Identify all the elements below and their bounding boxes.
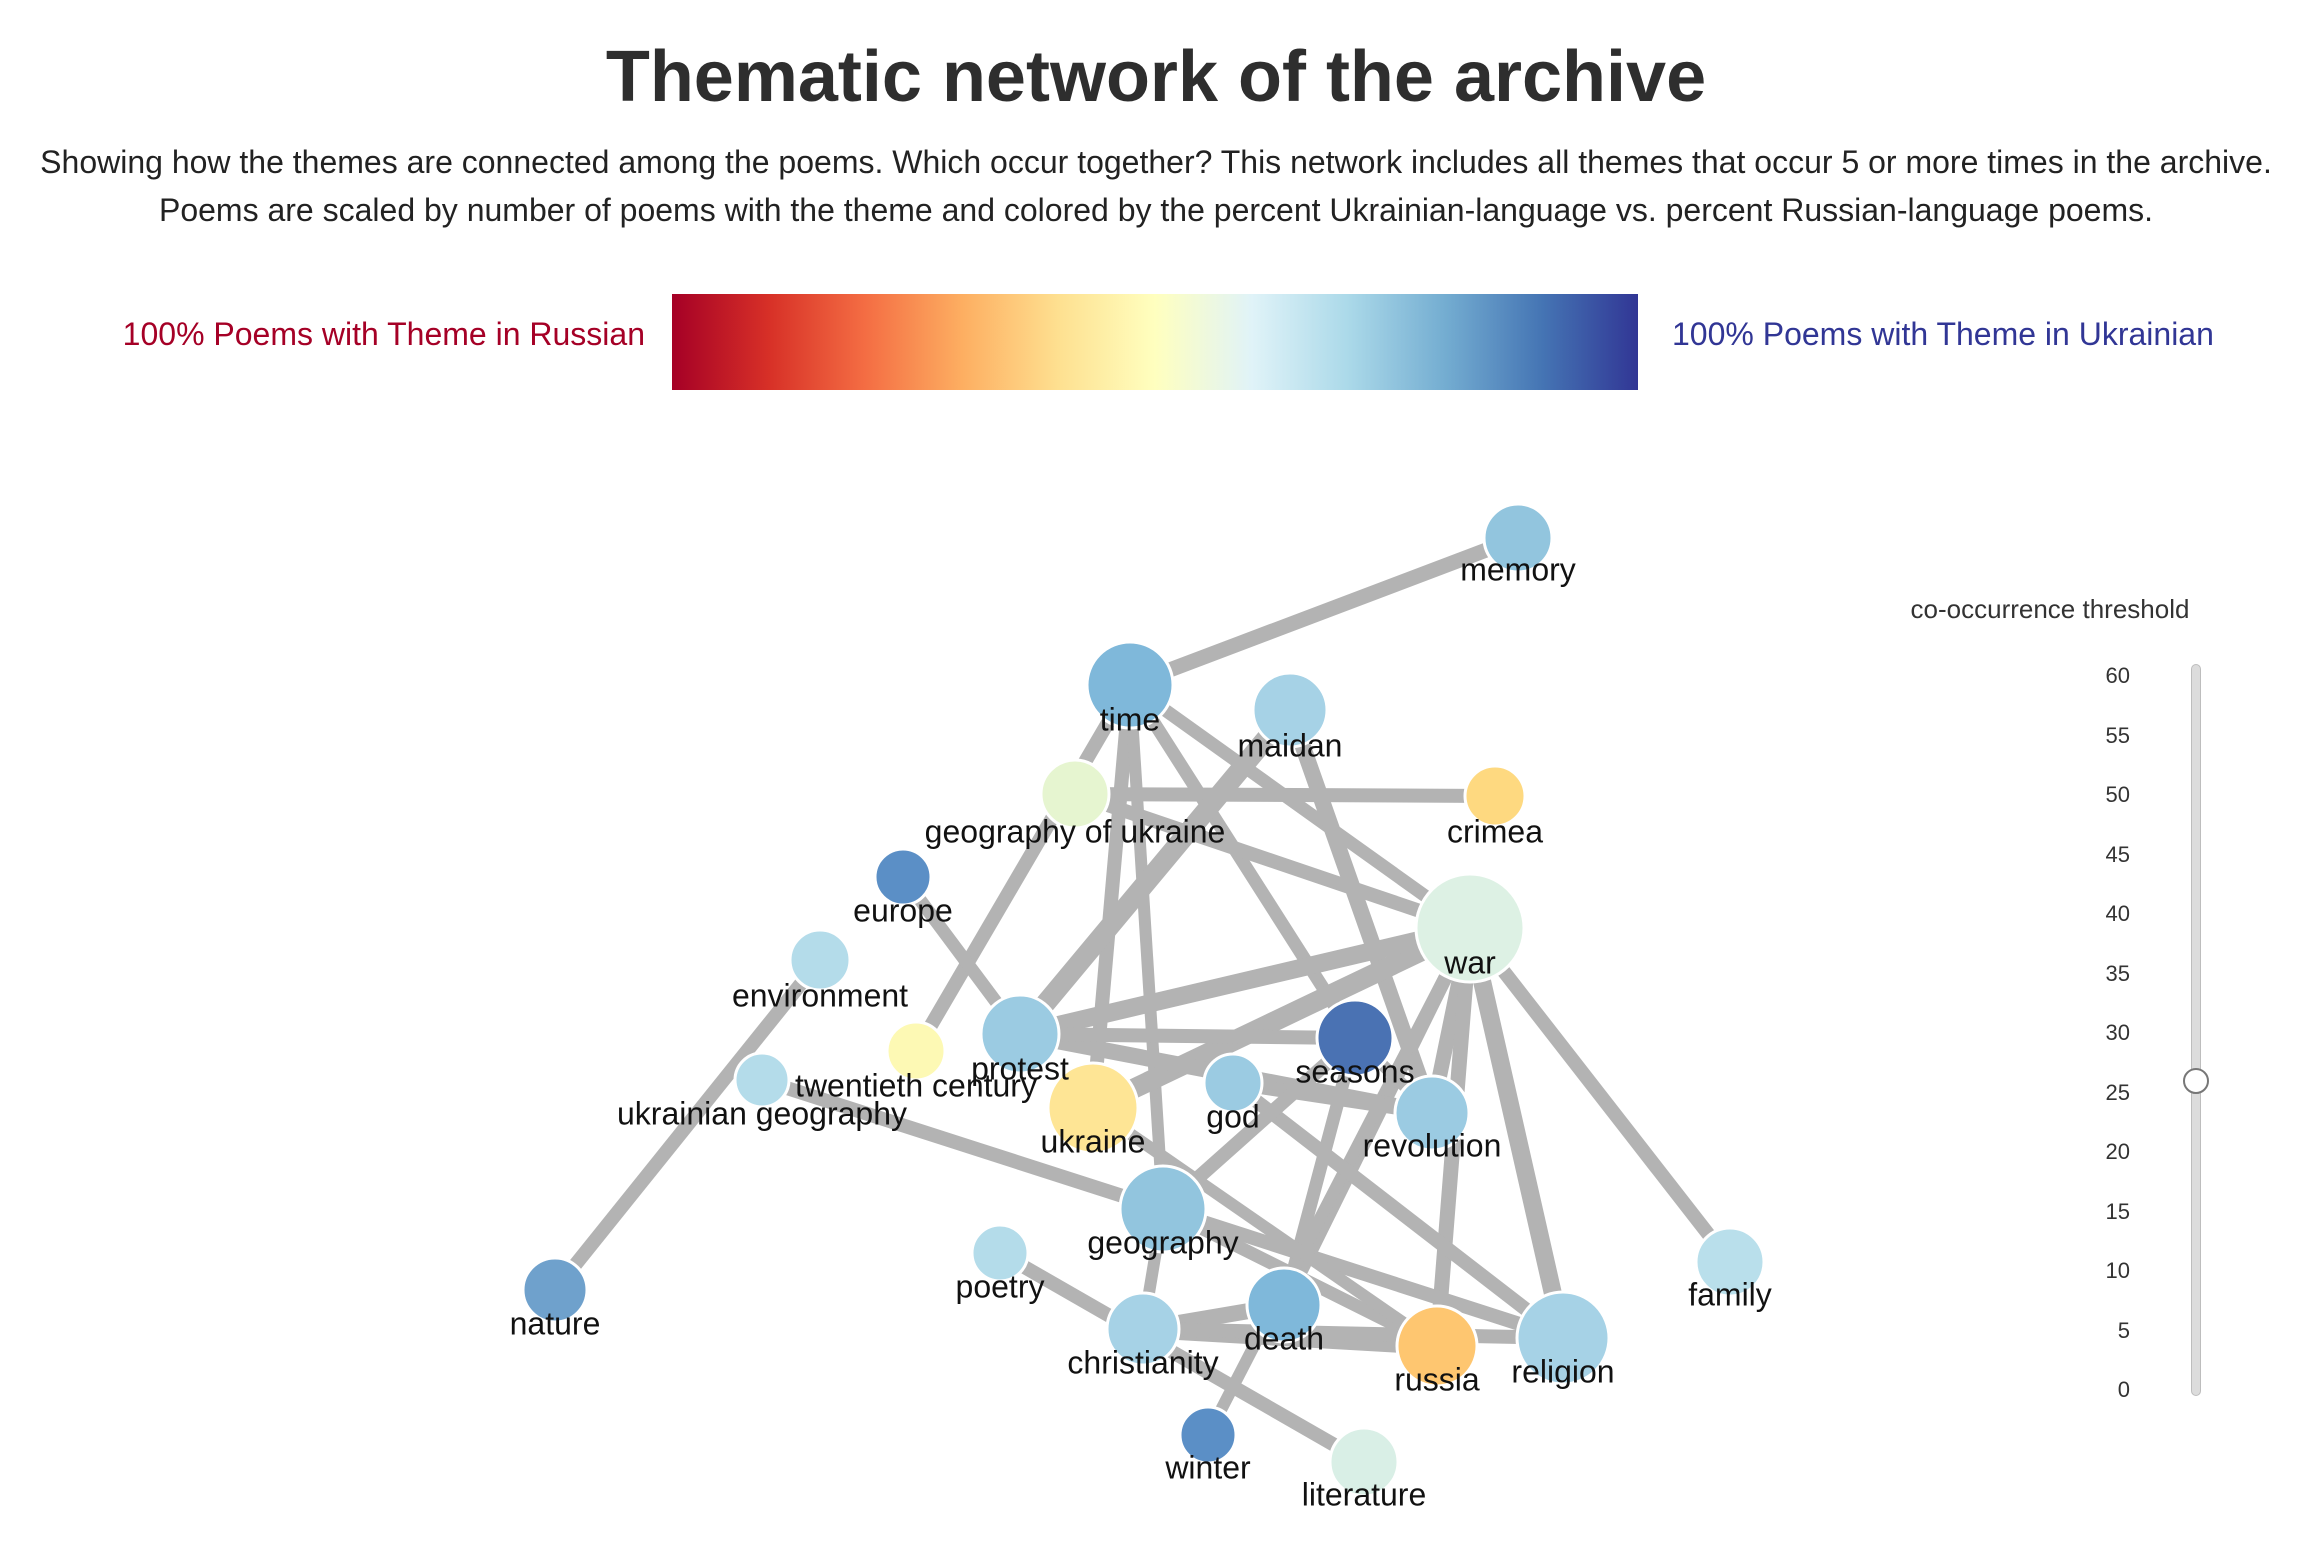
- node-winter[interactable]: [1178, 1405, 1238, 1465]
- edge-protest-seasons: [1019, 1027, 1356, 1045]
- node-label-crimea: crimea: [1447, 813, 1543, 849]
- slider-tick-5: 5: [2117, 1317, 2130, 1343]
- slider-tick-15: 15: [2105, 1198, 2130, 1224]
- node-seasons[interactable]: [1315, 998, 1395, 1078]
- node-god[interactable]: [1202, 1052, 1264, 1114]
- node-label-geography-of-ukraine: geography of ukraine: [925, 813, 1226, 849]
- edges-layer: [549, 530, 1736, 1469]
- node-geography-of-ukraine[interactable]: [1039, 758, 1111, 830]
- node-label-war: war: [1443, 944, 1496, 980]
- edge-time-seasons: [1124, 681, 1361, 1042]
- edge-seasons-death: [1277, 1036, 1362, 1307]
- edge-geography-religion: [1160, 1202, 1566, 1345]
- page-description: Showing how the themes are connected amo…: [40, 144, 2272, 228]
- edge-geography-of-ukraine-crimea: [1074, 787, 1496, 803]
- node-religion[interactable]: [1515, 1290, 1611, 1386]
- node-ukrainian-geography[interactable]: [733, 1051, 791, 1109]
- node-label-family: family: [1688, 1276, 1772, 1312]
- node-geography[interactable]: [1118, 1164, 1208, 1254]
- edge-ukrainian-geography-geography: [759, 1073, 1166, 1216]
- node-label-twentieth-century: twentieth century: [795, 1067, 1037, 1103]
- node-label-russia: russia: [1394, 1361, 1480, 1397]
- labels-layer: memory time maidan geography of ukraine crim…: [510, 551, 1772, 1512]
- node-time[interactable]: [1085, 640, 1175, 730]
- slider-tick-55: 55: [2105, 722, 2130, 748]
- node-label-winter: winter: [1164, 1449, 1251, 1485]
- node-label-god: god: [1206, 1098, 1259, 1134]
- node-label-literature: literature: [1302, 1476, 1427, 1512]
- edge-time-memory: [1127, 530, 1521, 693]
- node-label-religion: religion: [1511, 1353, 1614, 1389]
- node-label-revolution: revolution: [1363, 1127, 1502, 1163]
- legend-russian-label: 100% Poems with Theme in Russian: [122, 316, 645, 352]
- slider-tick-45: 45: [2105, 841, 2130, 867]
- node-label-seasons: seasons: [1295, 1053, 1414, 1089]
- edge-ukraine-russia: [1089, 1103, 1441, 1351]
- threshold-slider-handle[interactable]: [2183, 1067, 2209, 1094]
- edge-time-geography: [1124, 684, 1169, 1210]
- node-poetry[interactable]: [970, 1223, 1030, 1283]
- node-label-environment: environment: [732, 977, 908, 1013]
- node-family[interactable]: [1694, 1226, 1766, 1298]
- node-death[interactable]: [1245, 1266, 1323, 1344]
- legend-color-gradient: [672, 294, 1638, 390]
- edge-war-family: [1464, 923, 1736, 1267]
- node-russia[interactable]: [1395, 1304, 1479, 1388]
- edge-environment-nature: [549, 955, 826, 1295]
- node-label-nature: nature: [510, 1305, 601, 1341]
- node-label-memory: memory: [1460, 551, 1576, 587]
- slider-tick-30: 30: [2105, 1020, 2130, 1045]
- slider-title: co-occurrence threshold: [1910, 594, 2190, 624]
- node-label-time: time: [1100, 701, 1160, 737]
- edge-time-twentieth-century: [909, 681, 1137, 1055]
- node-nature[interactable]: [521, 1256, 589, 1324]
- node-twentieth-century[interactable]: [885, 1020, 947, 1082]
- page-title: Thematic network of the archive: [605, 37, 1707, 117]
- edge-war-winter: [1202, 925, 1476, 1438]
- edge-war-religion: [1461, 926, 1572, 1340]
- edge-time-war: [1126, 679, 1474, 934]
- node-revolution[interactable]: [1393, 1074, 1471, 1152]
- node-label-geography: geography: [1087, 1224, 1238, 1260]
- node-war[interactable]: [1414, 872, 1526, 984]
- slider-tick-10: 10: [2105, 1258, 2130, 1283]
- node-christianity[interactable]: [1105, 1291, 1181, 1367]
- slider-tick-25: 25: [2105, 1079, 2130, 1105]
- node-ukraine[interactable]: [1046, 1061, 1140, 1155]
- node-europe[interactable]: [873, 847, 933, 907]
- edge-poetry-literature: [996, 1246, 1368, 1469]
- slider-tick-20: 20: [2105, 1139, 2130, 1164]
- node-label-ukrainian-geography: ukrainian geography: [617, 1095, 907, 1131]
- slider-tick-0: 0: [2117, 1377, 2130, 1402]
- node-label-death: death: [1244, 1320, 1324, 1356]
- node-label-protest: protest: [971, 1050, 1069, 1086]
- node-memory[interactable]: [1482, 502, 1554, 574]
- legend-ukrainian-label: 100% Poems with Theme in Ukrainian: [1672, 316, 2214, 352]
- node-label-christianity: christianity: [1067, 1344, 1218, 1380]
- node-label-poetry: poetry: [956, 1268, 1045, 1304]
- edge-war-ukraine: [1088, 918, 1475, 1118]
- node-environment[interactable]: [788, 928, 852, 992]
- slider-tick-60: 60: [2105, 663, 2130, 688]
- slider-tick-35: 35: [2105, 960, 2130, 986]
- node-crimea[interactable]: [1463, 764, 1527, 828]
- edge-war-protest: [1017, 919, 1473, 1043]
- edge-geography-of-ukraine-war: [1072, 787, 1473, 935]
- edge-christianity-religion: [1142, 1322, 1564, 1345]
- node-label-maidan: maidan: [1238, 727, 1343, 763]
- node-literature[interactable]: [1328, 1426, 1400, 1498]
- slider-tick-50: 50: [2105, 782, 2130, 807]
- slider-tick-40: 40: [2105, 901, 2130, 926]
- edge-god-religion: [1228, 1077, 1568, 1344]
- node-label-ukraine: ukraine: [1041, 1123, 1146, 1159]
- edge-maidan-protest: [1012, 703, 1298, 1041]
- node-maidan[interactable]: [1251, 671, 1329, 749]
- threshold-slider-track[interactable]: [2191, 664, 2201, 1396]
- node-label-europe: europe: [853, 892, 953, 928]
- node-protest[interactable]: [979, 993, 1061, 1075]
- nodes-layer: [521, 502, 1766, 1498]
